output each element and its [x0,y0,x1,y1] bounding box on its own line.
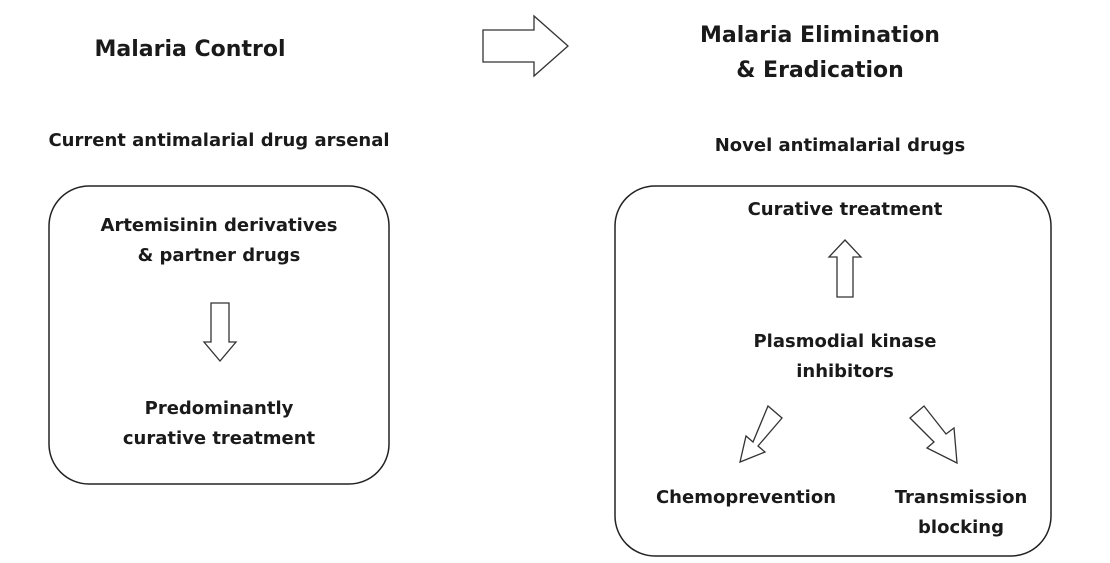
left-box-bottom-line1: Predominantly [144,398,294,419]
right-box-bottom-right-line1: Transmission [894,487,1028,508]
down-arrow-icon [202,302,238,363]
right-box-center-text: Plasmodial kinase inhibitors [710,327,980,387]
right-box-bottom-left-text: Chemoprevention [655,487,837,508]
right-subtitle: Novel antimalarial drugs [714,135,966,156]
left-box-top-line2: & partner drugs [137,245,301,266]
transition-arrow-icon [482,14,569,78]
right-title-line2: & Eradication [736,58,904,83]
left-box-bottom-line2: curative treatment [122,428,316,449]
right-box-center-line2: inhibitors [796,361,894,382]
down-right-arrow-icon [909,405,958,465]
left-title: Malaria Control [94,37,286,62]
right-box-bottom-right-text: Transmission blocking [876,483,1046,543]
left-box-top-line1: Artemisinin derivatives [100,215,338,236]
left-subtitle: Current antimalarial drug arsenal [48,130,390,151]
right-box-top-text: Curative treatment [747,199,943,220]
up-arrow-icon [827,239,863,298]
right-title: Malaria Elimination & Eradication [670,18,970,88]
left-box-bottom-text: Predominantly curative treatment [89,394,349,454]
right-box-bottom-right-line2: blocking [918,517,1004,538]
down-left-arrow-icon [739,404,783,464]
right-box-center-line1: Plasmodial kinase [753,331,937,352]
left-box [48,185,390,485]
right-title-line1: Malaria Elimination [700,23,940,48]
right-box [614,185,1052,557]
left-box-top-text: Artemisinin derivatives & partner drugs [79,211,359,271]
